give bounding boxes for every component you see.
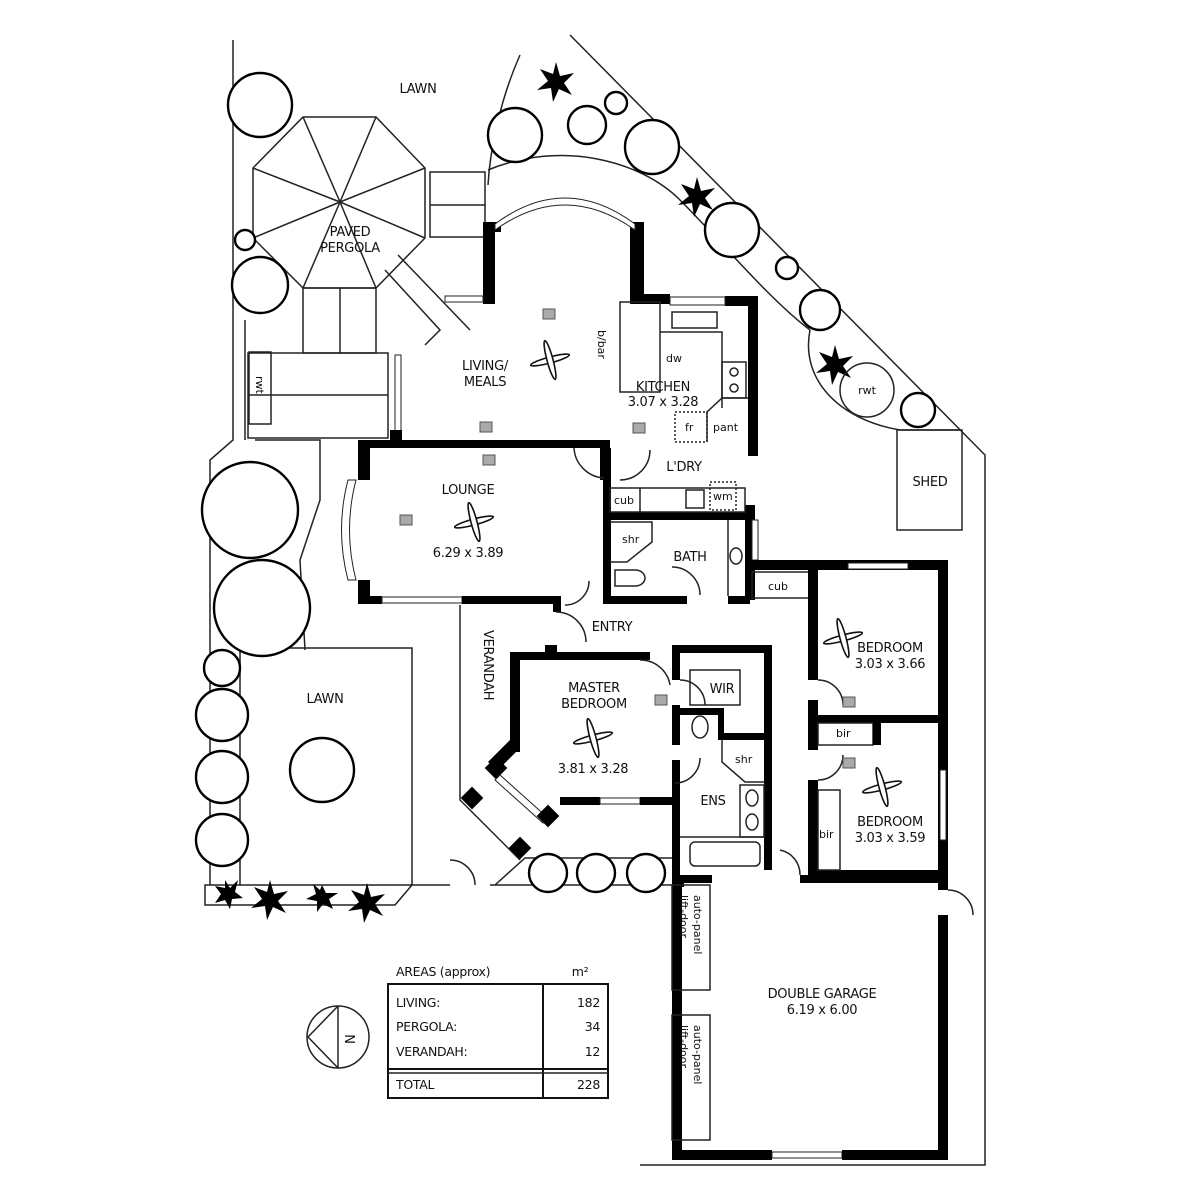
areas-unit: m² bbox=[572, 964, 589, 979]
garage-door1-label-b: lift-door bbox=[677, 895, 690, 939]
tree-icon bbox=[194, 749, 250, 805]
areas-row-value: 12 bbox=[585, 1044, 600, 1059]
tree-icon bbox=[212, 558, 312, 658]
rwt-tank bbox=[839, 362, 895, 418]
room-lounge-dims: 6.29 x 3.89 bbox=[433, 546, 504, 561]
tree-icon bbox=[486, 106, 544, 164]
room-bedroom2-label: BEDROOM bbox=[857, 641, 923, 656]
tree-icon bbox=[527, 852, 569, 894]
areas-title: AREAS (approx) bbox=[396, 964, 490, 979]
tree-icon bbox=[194, 812, 250, 868]
pergola bbox=[247, 116, 471, 439]
tree-icon bbox=[233, 228, 257, 252]
north-label: N bbox=[341, 1034, 356, 1043]
room-bedroom2-dims: 3.03 x 3.66 bbox=[855, 657, 926, 672]
ceiling-fans bbox=[453, 339, 903, 808]
bbar-label: b/bar bbox=[595, 330, 608, 359]
tree-icon bbox=[200, 460, 300, 560]
bir2-label: bir bbox=[819, 828, 834, 841]
pant-label: pant bbox=[713, 421, 739, 434]
room-bedroom3-label: BEDROOM bbox=[857, 815, 923, 830]
garage-door1-label-a: auto-panel bbox=[691, 895, 704, 954]
wm-label: wm bbox=[713, 490, 733, 503]
tree-icon bbox=[226, 71, 294, 139]
areas-row-value: 182 bbox=[577, 995, 600, 1010]
room-entry-label: ENTRY bbox=[592, 620, 633, 635]
shr-bath-label: shr bbox=[622, 533, 640, 546]
vents bbox=[399, 308, 856, 769]
room-bath-label: BATH bbox=[673, 550, 706, 565]
areas-row-value: 34 bbox=[585, 1019, 601, 1034]
room-kitchen-label: KITCHEN bbox=[636, 380, 690, 395]
tree-icon bbox=[798, 288, 842, 332]
lawn-top-label: LAWN bbox=[399, 82, 436, 97]
tree-icon bbox=[774, 255, 800, 281]
room-ens-label: ENS bbox=[700, 794, 725, 809]
shed-label: SHED bbox=[912, 475, 947, 490]
room-living-label: LIVING/ bbox=[462, 359, 509, 374]
room-bedroom3-dims: 3.03 x 3.59 bbox=[855, 831, 926, 846]
tree-icon bbox=[566, 104, 608, 146]
kitchen-fixtures bbox=[449, 301, 974, 916]
room-laundry-label: L'DRY bbox=[666, 460, 702, 475]
areas-total-value: 228 bbox=[577, 1077, 600, 1092]
areas-table bbox=[387, 983, 609, 1099]
trees bbox=[194, 62, 937, 923]
tree-icon bbox=[230, 255, 290, 315]
shed bbox=[896, 429, 963, 531]
areas-row-label: PERGOLA: bbox=[396, 1019, 457, 1034]
room-master-label: MASTER bbox=[568, 681, 620, 696]
tree-icon bbox=[575, 852, 617, 894]
shr-ens-label: shr bbox=[735, 753, 753, 766]
cub-laundry-label: cub bbox=[614, 494, 634, 507]
tree-icon bbox=[202, 648, 242, 688]
tree-icon bbox=[899, 391, 937, 429]
room-living-label-2: MEALS bbox=[464, 375, 506, 390]
palm-icon bbox=[215, 62, 853, 923]
areas-row-label: VERANDAH: bbox=[396, 1044, 467, 1059]
tree-icon bbox=[194, 687, 250, 743]
areas-row-label: LIVING: bbox=[396, 995, 440, 1010]
verandah-label: VERANDAH bbox=[480, 630, 495, 700]
tree-icon bbox=[603, 90, 629, 116]
room-wir-label: WIR bbox=[710, 682, 735, 697]
tree-icon bbox=[625, 852, 667, 894]
rwt-left-label: rwt bbox=[253, 376, 266, 395]
room-kitchen-dims: 3.07 x 3.28 bbox=[628, 395, 699, 410]
tree-icon bbox=[703, 201, 761, 259]
room-lounge-label: LOUNGE bbox=[442, 483, 495, 498]
north-arrow-icon bbox=[306, 1005, 370, 1069]
garage-door2-label-b: lift-door bbox=[677, 1025, 690, 1069]
room-master-label-2: BEDROOM bbox=[561, 697, 627, 712]
rwt-right-label: rwt bbox=[858, 384, 877, 397]
house-walls bbox=[341, 197, 948, 1160]
garage-door2-label-a: auto-panel bbox=[691, 1025, 704, 1084]
bir1-label: bir bbox=[836, 727, 851, 740]
room-garage-dims: 6.19 x 6.00 bbox=[787, 1003, 858, 1018]
tree-icon bbox=[288, 736, 356, 804]
pergola-label: PAVED bbox=[330, 225, 371, 240]
pergola-label-2: PERGOLA bbox=[320, 241, 380, 256]
lawn-left-label: LAWN bbox=[306, 692, 343, 707]
room-garage-label: DOUBLE GARAGE bbox=[768, 987, 877, 1002]
tree-icon bbox=[623, 118, 681, 176]
dw-label: dw bbox=[666, 352, 682, 365]
fr-label: fr bbox=[685, 421, 694, 434]
areas-total-label: TOTAL bbox=[395, 1077, 434, 1092]
cub-hall-label: cub bbox=[768, 580, 788, 593]
room-master-dims: 3.81 x 3.28 bbox=[558, 762, 629, 777]
